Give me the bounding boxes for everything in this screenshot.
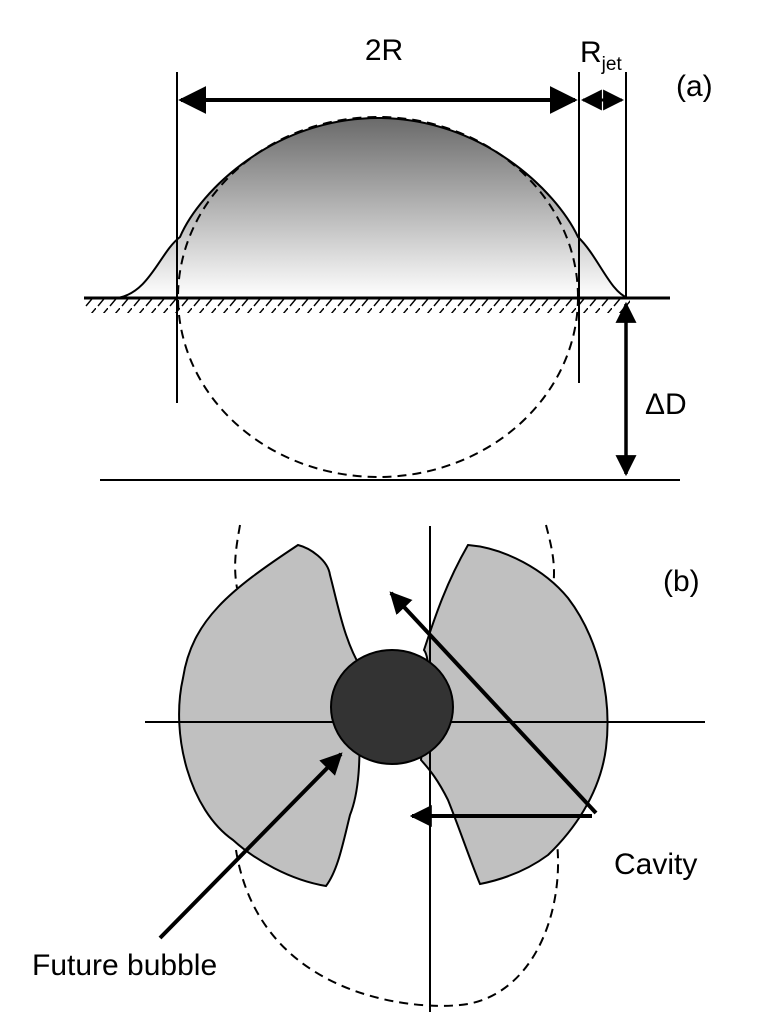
- depth-label: ΔD: [645, 388, 687, 421]
- jet-label-main: R: [580, 36, 602, 69]
- bubble-label: Future bubble: [32, 949, 217, 982]
- droplet-dome: [120, 118, 628, 298]
- jet-label-sub: jet: [601, 54, 623, 75]
- panel-b: (b) Cavity Future bubble: [32, 524, 705, 1012]
- cavity-lobe-left: [178, 543, 363, 888]
- ground-hatch: [84, 299, 630, 313]
- dashed-circle-upper-left: [234, 524, 241, 589]
- cavity-label: Cavity: [614, 848, 697, 881]
- future-bubble: [330, 649, 454, 765]
- panel-a: 2R Rjet (a) ΔD: [84, 34, 713, 481]
- bubble-arrow: [158, 752, 343, 940]
- dashed-circle-upper-right: [545, 524, 556, 589]
- cavity-arrow-diagonal: [389, 591, 598, 815]
- dashed-circle-lower: [235, 834, 560, 1007]
- jet-label: Rjet: [580, 36, 622, 75]
- panel-a-tag: (a): [676, 70, 713, 103]
- width-label: 2R: [365, 34, 403, 67]
- panel-b-tag: (b): [663, 565, 700, 598]
